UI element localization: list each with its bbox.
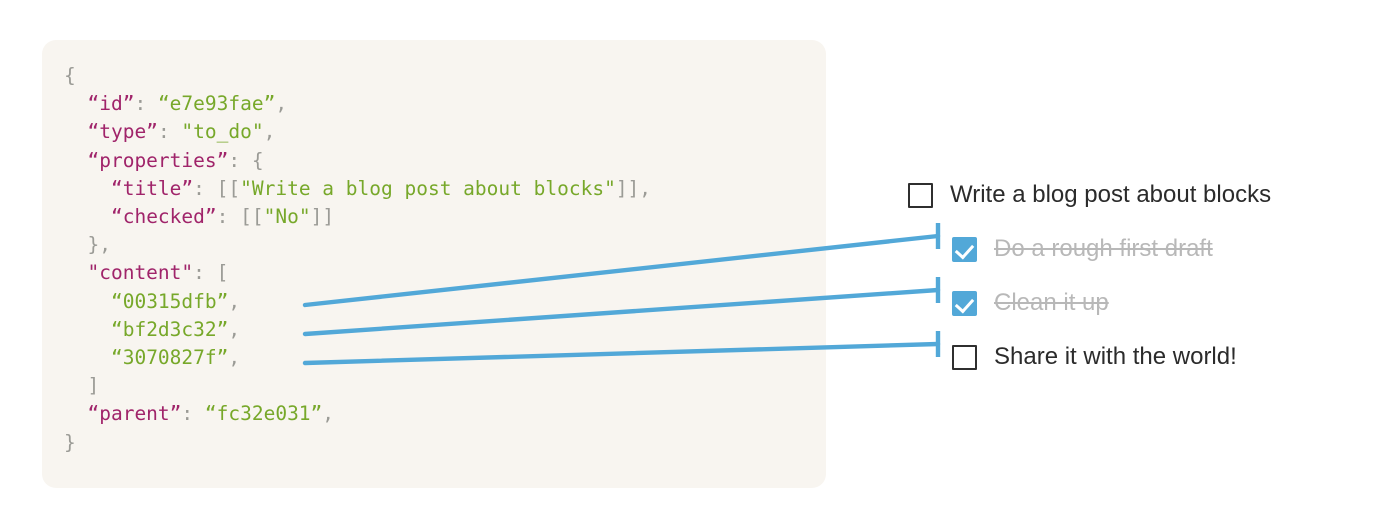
code-token-p: , <box>322 402 335 426</box>
code-token-p: ]] <box>310 205 335 229</box>
code-token-k: "content" <box>87 261 194 285</box>
todo-item-label[interactable]: Write a blog post about blocks <box>950 181 1272 208</box>
code-token-p: , <box>228 317 241 341</box>
code-token-p: : <box>157 120 182 144</box>
code-token-p <box>64 149 87 172</box>
code-line: "content": [ <box>64 259 651 287</box>
checkbox-checked-icon[interactable] <box>952 290 977 316</box>
code-token-p <box>64 402 87 425</box>
todo-item[interactable]: Share it with the world! <box>908 330 1378 384</box>
code-token-s: "Write a blog post about blocks" <box>240 176 616 200</box>
code-token-p: : [ <box>193 261 229 285</box>
code-line: “type”: "to_do", <box>64 118 651 146</box>
code-token-p: : [[ <box>193 176 241 200</box>
code-token-p: : [[ <box>216 205 264 229</box>
code-token-k: “id” <box>87 92 135 116</box>
code-token-p: : <box>181 402 205 426</box>
code-token-s: “e7e93fae” <box>157 92 276 116</box>
code-token-s: “bf2d3c32” <box>110 317 229 341</box>
todo-item[interactable]: Do a rough first draft <box>908 222 1378 276</box>
code-token-p: { <box>64 64 76 87</box>
todo-item-label[interactable]: Do a rough first draft <box>994 235 1213 262</box>
json-code-panel: { “id”: “e7e93fae”, “type”: "to_do", “pr… <box>42 40 826 488</box>
code-token-p: , <box>263 120 276 144</box>
code-token-k: “parent” <box>87 402 182 426</box>
todo-item[interactable]: Clean it up <box>908 276 1378 330</box>
code-line: { <box>64 62 651 90</box>
code-token-p: ]], <box>615 176 652 200</box>
code-line: “id”: “e7e93fae”, <box>64 90 651 118</box>
code-token-k: “checked” <box>110 205 217 229</box>
code-token-p <box>64 205 111 228</box>
code-line: “checked”: [["No"]] <box>64 203 651 231</box>
code-token-s: “00315dfb” <box>110 289 229 313</box>
checkbox-unchecked-icon[interactable] <box>908 182 933 208</box>
code-line: “00315dfb”, <box>64 288 651 316</box>
code-line: “bf2d3c32”, <box>64 316 651 344</box>
code-token-p: }, <box>64 233 111 257</box>
json-code-block: { “id”: “e7e93fae”, “type”: "to_do", “pr… <box>64 62 651 457</box>
checkbox-checked-icon[interactable] <box>952 236 977 262</box>
code-token-p <box>64 120 87 143</box>
code-token-p <box>64 318 111 341</box>
code-token-k: “type” <box>87 120 158 144</box>
todo-item-label[interactable]: Clean it up <box>994 289 1109 316</box>
code-token-s: "to_do" <box>181 120 264 144</box>
code-line: “parent”: “fc32e031”, <box>64 400 651 428</box>
code-token-p: ] <box>64 374 100 398</box>
code-token-p: : { <box>228 148 264 172</box>
code-token-p: } <box>64 430 76 454</box>
code-token-p <box>64 290 111 313</box>
code-line: “3070827f”, <box>64 344 651 372</box>
code-token-k: “properties” <box>87 148 229 172</box>
code-token-p: , <box>228 289 241 313</box>
code-token-p <box>64 177 111 200</box>
code-token-p: , <box>228 346 241 370</box>
code-token-s: "No" <box>263 205 311 229</box>
code-line: } <box>64 429 651 457</box>
code-line: “title”: [["Write a blog post about bloc… <box>64 175 651 203</box>
code-token-k: “title” <box>110 176 194 200</box>
code-line: ] <box>64 372 651 400</box>
code-token-p <box>64 346 111 369</box>
code-token-p <box>64 92 87 115</box>
todo-item[interactable]: Write a blog post about blocks <box>908 168 1378 222</box>
code-token-p: , <box>275 92 288 116</box>
code-token-s: “fc32e031” <box>204 402 323 426</box>
code-token-s: “3070827f” <box>110 346 229 370</box>
todo-item-label[interactable]: Share it with the world! <box>994 343 1237 370</box>
code-token-p: : <box>134 92 158 116</box>
todo-list: Write a blog post about blocks Do a rough… <box>908 168 1378 384</box>
checkbox-unchecked-icon[interactable] <box>952 344 977 370</box>
code-line: }, <box>64 231 651 259</box>
code-token-p <box>64 261 87 284</box>
code-line: “properties”: { <box>64 147 651 175</box>
